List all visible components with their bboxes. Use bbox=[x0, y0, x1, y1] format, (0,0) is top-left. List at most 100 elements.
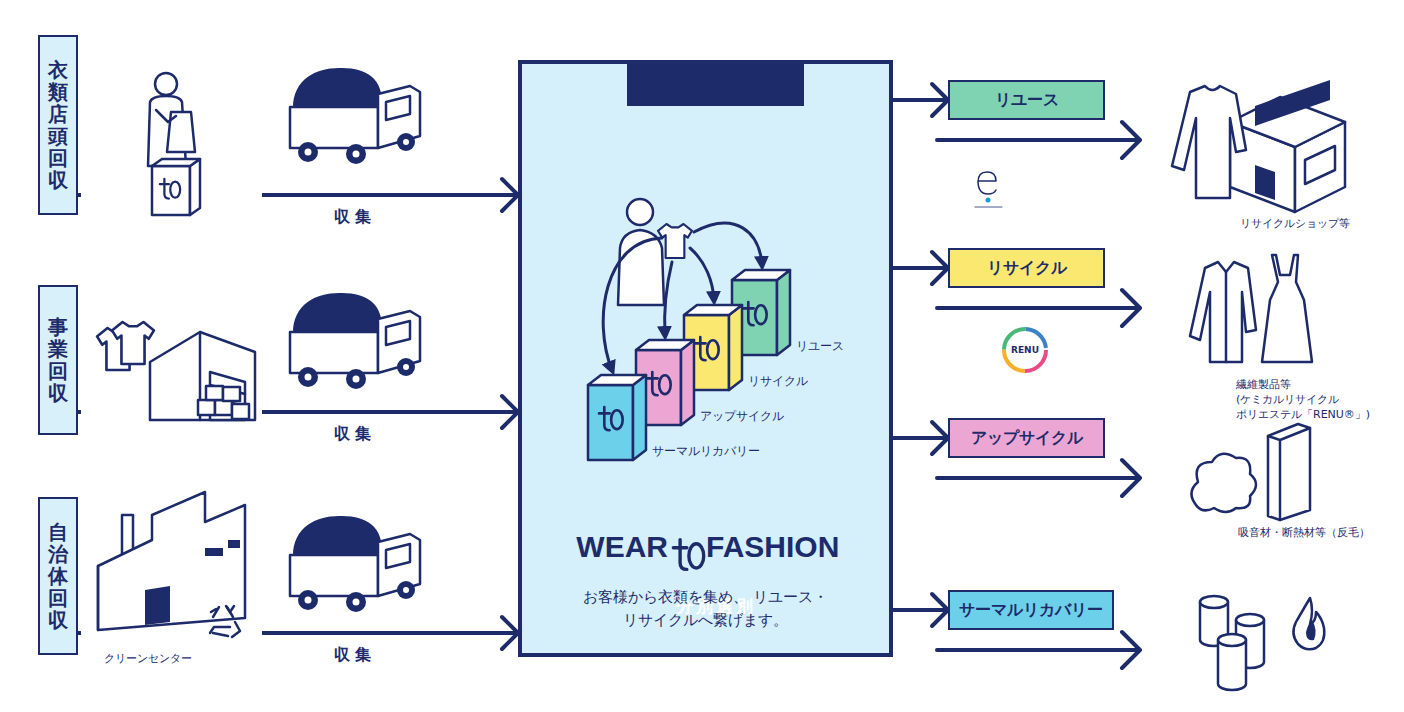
warehouse-icon-part bbox=[112, 322, 154, 364]
arrow-head bbox=[502, 179, 518, 211]
recycle-symbol-part bbox=[210, 627, 230, 633]
sorting-person-part bbox=[618, 230, 664, 305]
node-text: 事業回収 bbox=[48, 316, 68, 404]
factory-icon-part bbox=[98, 492, 245, 630]
warehouse-icon-part bbox=[215, 400, 232, 415]
shop-icon-part bbox=[1230, 97, 1345, 147]
flow-arrow bbox=[78, 631, 518, 635]
garment-icon bbox=[1190, 255, 1312, 362]
factory-icon-part bbox=[97, 566, 100, 630]
renu-logo bbox=[1004, 329, 1046, 371]
connector-cover-part bbox=[81, 627, 262, 639]
fuel-icon-part bbox=[1236, 614, 1264, 626]
arrow-head bbox=[932, 84, 948, 116]
truck-icon bbox=[290, 293, 420, 389]
fuel-icon-part bbox=[1236, 620, 1264, 668]
shop-icon-part bbox=[1255, 165, 1275, 200]
destination-tag: アップサイクル bbox=[948, 418, 1105, 458]
output-arrow-part bbox=[937, 460, 1140, 496]
factory-icon bbox=[98, 492, 245, 630]
warehouse-icon-part bbox=[223, 387, 240, 401]
caption-label: WEAR bbox=[576, 532, 668, 562]
sorting-box-part bbox=[588, 375, 646, 385]
flow-connector bbox=[78, 396, 518, 428]
output-arrow-part bbox=[937, 122, 1140, 158]
sorting-box-part bbox=[633, 375, 646, 460]
person-figure-part bbox=[148, 96, 186, 166]
caption-label: リサイクルショップ等 bbox=[1240, 217, 1350, 232]
renu-logo-part bbox=[1004, 329, 1046, 371]
node-text: リユース bbox=[995, 90, 1059, 111]
sorting-box-part bbox=[684, 315, 729, 390]
flow-connector bbox=[78, 179, 518, 211]
caption-label: RENU bbox=[1011, 344, 1039, 356]
sorting-arrow-part bbox=[665, 262, 672, 335]
warehouse-icon-part bbox=[206, 386, 223, 400]
output-arrow bbox=[937, 122, 1140, 668]
warehouse-icon-part bbox=[210, 372, 245, 420]
sorting-box-part bbox=[599, 407, 623, 430]
fuel-icon-part bbox=[1218, 640, 1246, 690]
flow-arrow bbox=[893, 98, 948, 102]
collection-box bbox=[152, 159, 200, 215]
source-box: 自治体回収 bbox=[38, 497, 78, 655]
shop-icon-part bbox=[1230, 122, 1295, 212]
warehouse-icon-part bbox=[198, 400, 215, 415]
sorting-box-part bbox=[732, 280, 777, 355]
caption-label: サーマルリカバリー bbox=[650, 443, 762, 459]
renu-logo-part bbox=[1004, 329, 1046, 371]
flow-arrow bbox=[78, 410, 518, 414]
partner-logo-part bbox=[975, 207, 1002, 208]
node-text: 自治体回収 bbox=[48, 521, 68, 631]
arrow-head bbox=[502, 617, 518, 649]
flow-connector bbox=[893, 252, 948, 284]
shop-icon-part bbox=[1255, 80, 1330, 126]
garment-icon-part bbox=[1262, 255, 1312, 362]
collection-box-part bbox=[160, 179, 180, 199]
sorting-box bbox=[588, 375, 646, 460]
node-text: リサイクル bbox=[987, 258, 1067, 279]
fuel-icon bbox=[1200, 596, 1324, 690]
fuel-icon-part bbox=[1306, 620, 1316, 640]
factory-icon-part bbox=[205, 548, 223, 556]
shirt-icon-part bbox=[1172, 86, 1246, 198]
sorting-person-part bbox=[658, 224, 692, 258]
person-figure-part bbox=[156, 110, 176, 122]
sorting-box-part bbox=[729, 305, 742, 390]
warehouse-icon-part bbox=[97, 328, 139, 370]
fuel-icon-part bbox=[1200, 602, 1228, 646]
sorting-box bbox=[732, 270, 790, 355]
sorting-arrow-part bbox=[694, 223, 762, 265]
brand-logo bbox=[673, 540, 703, 570]
warehouse-icon-part bbox=[150, 332, 255, 420]
arrow-head bbox=[502, 396, 518, 428]
felt-icon-part bbox=[1268, 424, 1310, 520]
collection-box-part bbox=[190, 159, 200, 215]
felt-icon bbox=[1191, 424, 1310, 520]
node-text: 衣類店頭回収 bbox=[48, 59, 68, 191]
flow-connector bbox=[893, 84, 948, 116]
renu-logo-part bbox=[1004, 329, 1046, 371]
sorting-box-part bbox=[732, 270, 790, 280]
factory-icon-part bbox=[228, 540, 240, 548]
destination-tag: リユース bbox=[948, 80, 1105, 120]
sorting-box-part bbox=[636, 350, 681, 425]
flow-connector bbox=[893, 422, 948, 454]
recycle-symbol-part bbox=[211, 607, 233, 617]
recycle-symbol-part bbox=[226, 606, 234, 612]
shirt-icon bbox=[1172, 86, 1246, 198]
collection-box-part bbox=[152, 166, 190, 215]
sorting-person-part bbox=[627, 199, 653, 225]
felt-icon-part bbox=[1191, 454, 1256, 512]
sorting-arrow-part bbox=[603, 238, 662, 370]
sorting-arrow bbox=[603, 223, 762, 370]
flow-connector bbox=[78, 617, 518, 649]
sorting-arrow-part bbox=[690, 248, 714, 300]
node-text: お客様から衣類を集め、 リユース・リサイクルへ繋げます。 bbox=[556, 586, 856, 631]
destination-tag: リサイクル bbox=[948, 248, 1105, 288]
person-figure bbox=[148, 73, 195, 166]
fuel-icon-part bbox=[1218, 634, 1246, 646]
truck-icon bbox=[290, 516, 420, 612]
sorting-panel: 分別選別お客様から衣類を集め、 リユース・リサイクルへ繋げます。 bbox=[518, 60, 893, 657]
node-text: サーマルリカバリー bbox=[959, 600, 1103, 621]
